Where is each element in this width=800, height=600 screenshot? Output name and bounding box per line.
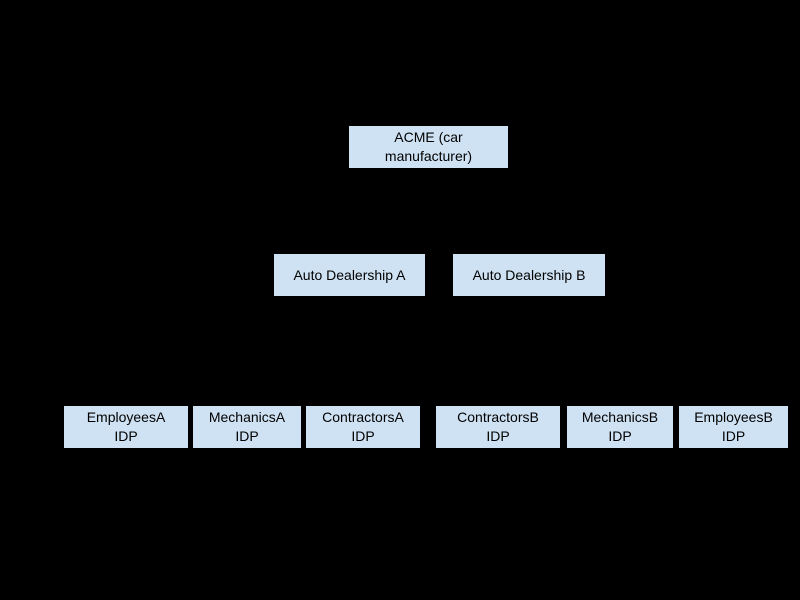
node-contractors-a-idp[interactable]: ContractorsA IDP bbox=[306, 406, 420, 448]
node-employees-a-label-line2: IDP bbox=[114, 428, 138, 444]
node-mechanics-a-label-line2: IDP bbox=[235, 428, 259, 444]
node-contractors-a-label-line1: ContractorsA bbox=[322, 409, 404, 425]
node-dealership-a-label: Auto Dealership A bbox=[293, 266, 406, 283]
node-contractors-a-label-line2: IDP bbox=[351, 428, 375, 444]
node-acme-label-line2: manufacturer) bbox=[384, 148, 473, 164]
node-mechanics-b-label-line1: MechanicsB bbox=[581, 409, 659, 425]
node-mechanics-b-idp[interactable]: MechanicsB IDP bbox=[567, 406, 673, 448]
node-employees-a-label-line1: EmployeesA bbox=[86, 409, 166, 425]
node-dealership-a[interactable]: Auto Dealership A bbox=[274, 254, 425, 296]
node-employees-b-label-line1: EmployeesB bbox=[694, 409, 773, 425]
node-contractors-b-idp[interactable]: ContractorsB IDP bbox=[436, 406, 560, 448]
node-acme[interactable]: ACME (car manufacturer) bbox=[349, 126, 508, 168]
node-mechanics-a-idp[interactable]: MechanicsA IDP bbox=[193, 406, 301, 448]
node-contractors-b-label-line1: ContractorsB bbox=[457, 409, 539, 425]
node-employees-a-idp[interactable]: EmployeesA IDP bbox=[64, 406, 188, 448]
node-employees-b-label-line2: IDP bbox=[721, 428, 746, 444]
node-contractors-b-label-line2: IDP bbox=[486, 428, 510, 444]
node-mechanics-b-label-line2: IDP bbox=[608, 428, 632, 444]
node-dealership-b[interactable]: Auto Dealership B bbox=[453, 254, 605, 296]
node-dealership-b-label: Auto Dealership B bbox=[472, 266, 586, 283]
node-mechanics-a-label-line1: MechanicsA bbox=[208, 409, 286, 425]
node-acme-label-line1: ACME (car bbox=[394, 129, 463, 145]
node-employees-b-idp[interactable]: EmployeesB IDP bbox=[679, 406, 788, 448]
